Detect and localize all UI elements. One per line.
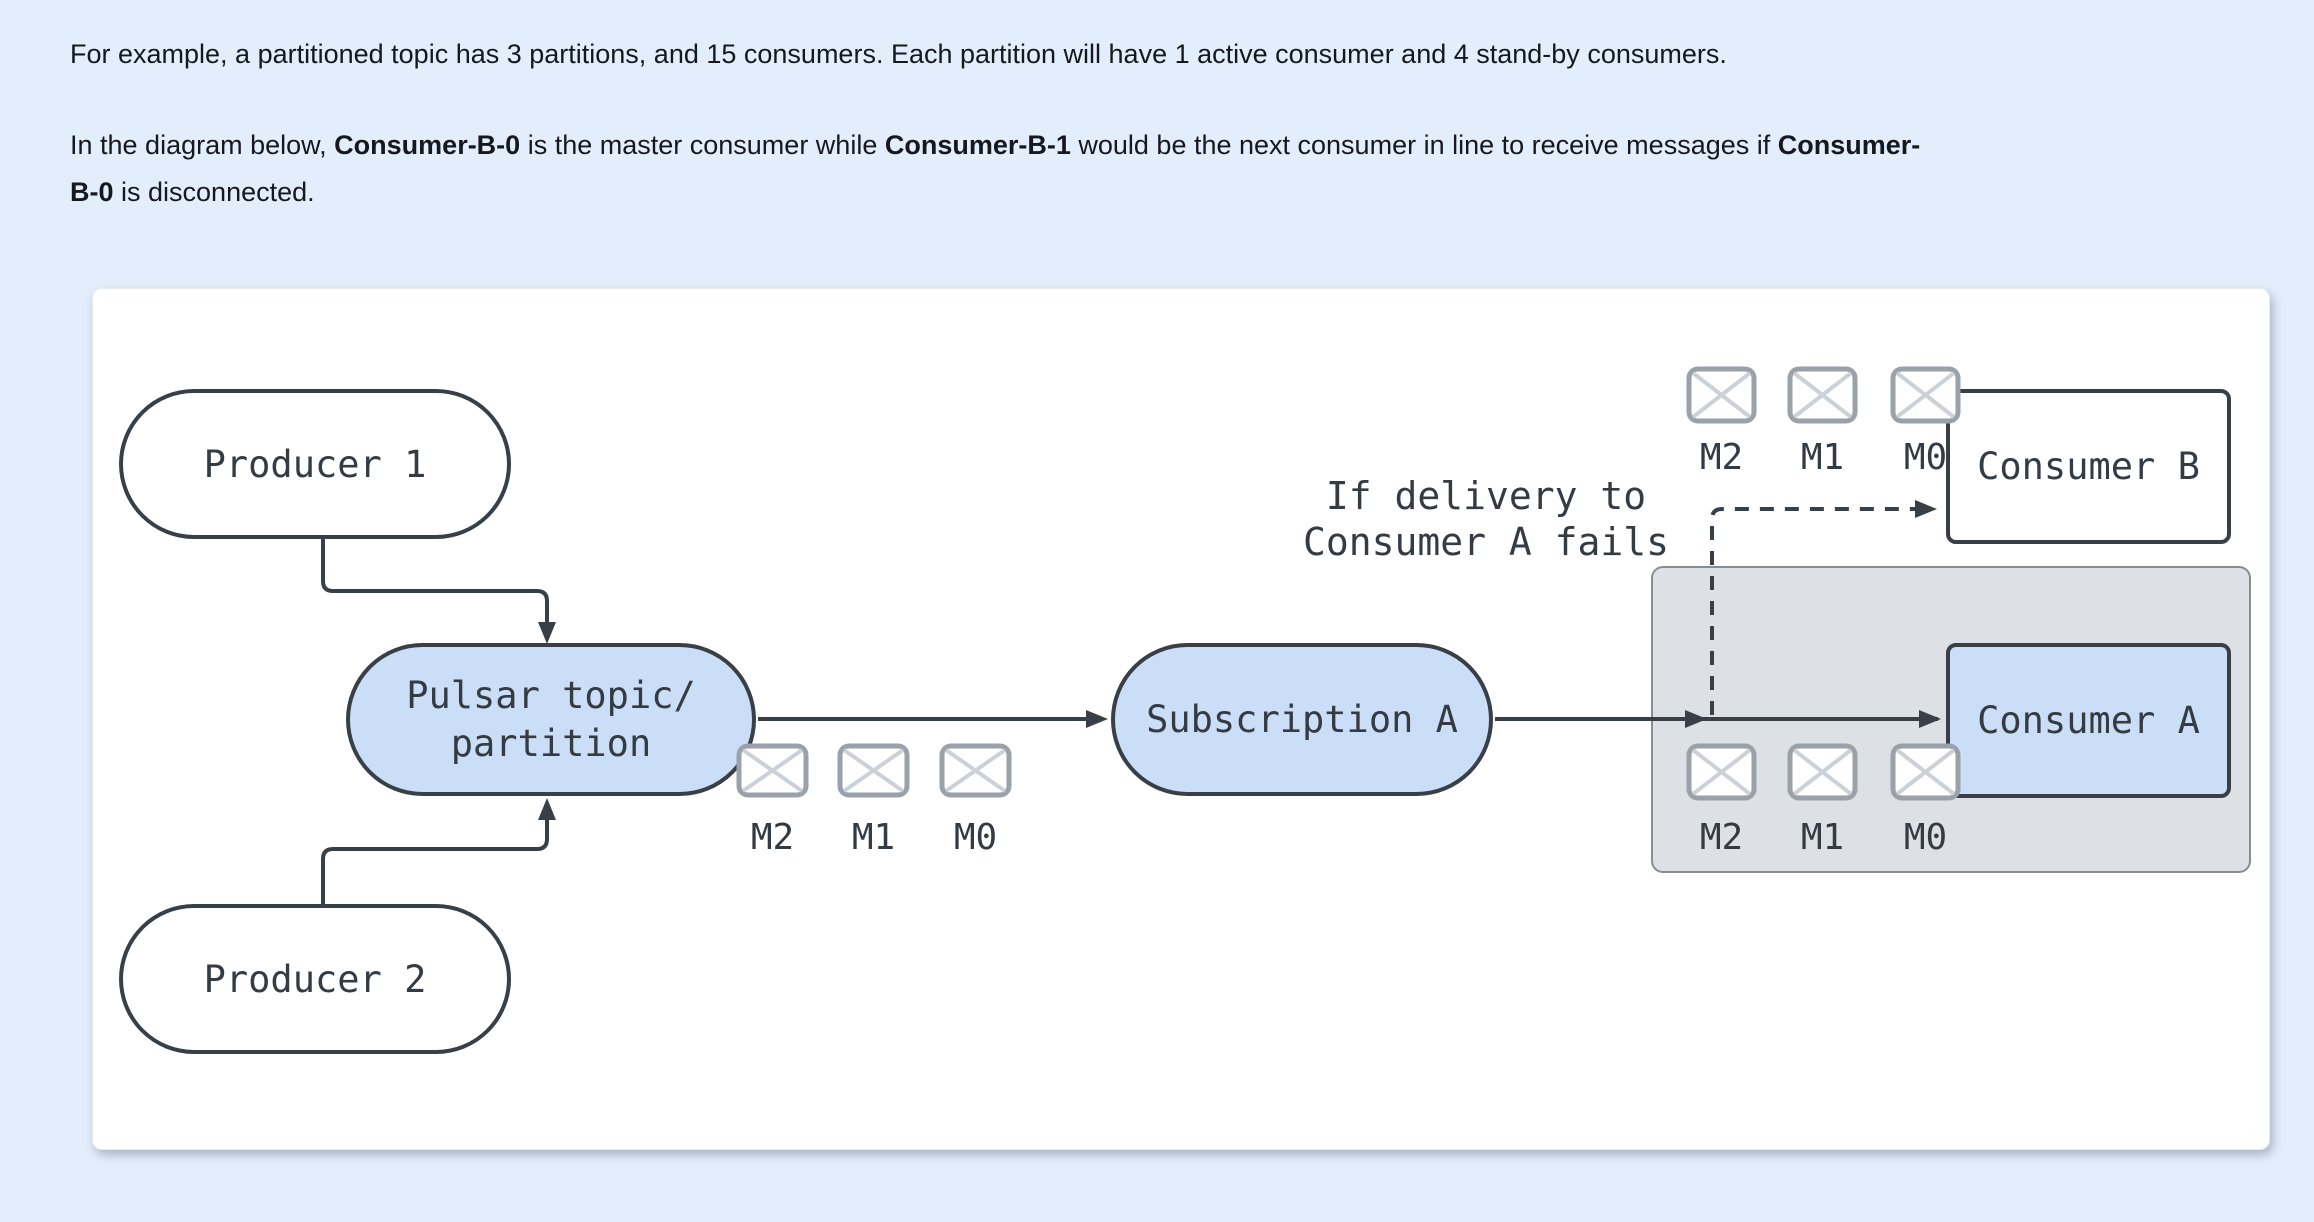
producer-2-node: Producer 2 xyxy=(119,904,511,1054)
message-label: M2 xyxy=(750,817,795,858)
producer1-to-topic-arrow xyxy=(321,539,549,624)
envelope-icon xyxy=(1686,743,1757,801)
diagram-description-paragraph: In the diagram below, Consumer-B-0 is th… xyxy=(70,122,1920,216)
arrowhead-right-dashed xyxy=(1915,500,1937,518)
consumer-b-node: Consumer B xyxy=(1946,389,2231,544)
arrowhead-down xyxy=(538,622,556,644)
consumer-a-node: Consumer A xyxy=(1946,643,2231,798)
p2-text-segment: In the diagram below, xyxy=(70,130,335,160)
producer2-to-topic-arrow xyxy=(321,818,549,904)
envelope-icon xyxy=(939,743,1012,798)
message-label: M0 xyxy=(1903,817,1948,858)
p2-text-segment: would be the next consumer in line to re… xyxy=(1070,130,1778,160)
message-label: M2 xyxy=(1699,817,1744,858)
consumer-b-label: Consumer B xyxy=(1977,445,2200,488)
message-label: M1 xyxy=(851,817,896,858)
message-label: M1 xyxy=(1800,817,1845,858)
envelope-icon xyxy=(736,743,809,798)
intro-paragraph: For example, a partitioned topic has 3 p… xyxy=(70,39,1727,69)
pulsar-topic-label: Pulsar topic/partition xyxy=(406,673,696,765)
subscription-a-label: Subscription A xyxy=(1146,698,1458,741)
envelope-icon xyxy=(1787,743,1858,801)
arrowhead-right xyxy=(1086,710,1108,728)
envelope-icon xyxy=(837,743,910,798)
producer-2-label: Producer 2 xyxy=(203,957,427,1001)
envelope-icon xyxy=(1787,366,1858,424)
consumer-b1-emphasis: Consumer-B-1 xyxy=(884,130,1071,160)
message-label: M0 xyxy=(1903,437,1948,478)
arrowhead-up xyxy=(538,798,556,820)
envelope-icon xyxy=(1686,366,1757,424)
consumer-b0-emphasis: Consumer- xyxy=(1777,130,1921,160)
message-label: M1 xyxy=(1800,437,1845,478)
p2-text-segment: is the master consumer while xyxy=(520,130,885,160)
p2-text-segment: is disconnected. xyxy=(113,177,315,207)
message-label: M0 xyxy=(953,817,998,858)
consumer-b0-emphasis: B-0 xyxy=(70,177,114,207)
producer-1-label: Producer 1 xyxy=(203,442,427,486)
envelope-icon xyxy=(1890,743,1961,801)
pulsar-topic-node: Pulsar topic/partition xyxy=(346,643,756,796)
producer-1-node: Producer 1 xyxy=(119,389,511,539)
consumer-a-label: Consumer A xyxy=(1977,699,2200,742)
message-label: M2 xyxy=(1699,437,1744,478)
diagram-card: Producer 1 Producer 2 Pulsar topic/parti… xyxy=(92,288,2270,1150)
subscription-a-node: Subscription A xyxy=(1111,643,1493,796)
envelope-icon xyxy=(1890,366,1961,424)
consumer-b0-emphasis: Consumer-B-0 xyxy=(334,130,521,160)
